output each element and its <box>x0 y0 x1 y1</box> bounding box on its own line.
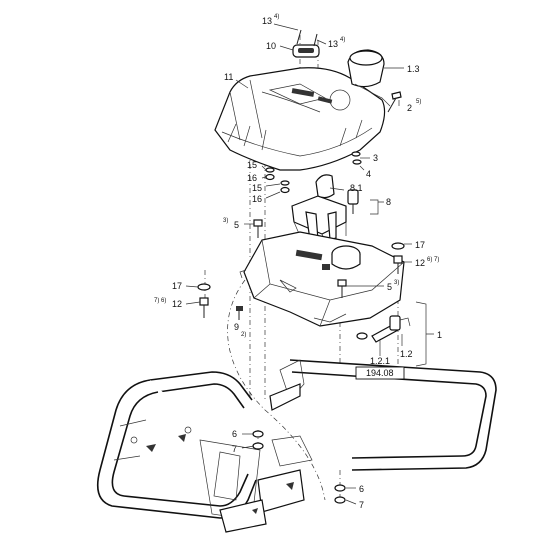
bolts-5 <box>253 219 347 298</box>
fuel-cap <box>347 49 391 107</box>
lower-frame <box>96 359 497 533</box>
note-2-top: 5) <box>416 99 421 105</box>
callout-labels: 13 4) 13 4) 10 11 1.3 2 5) 3 4 15 16 15 … <box>154 14 442 510</box>
washer-bolt-right <box>391 242 405 274</box>
callout-15-b: 15 <box>252 183 262 193</box>
callout-1-2: 1.2 <box>400 349 413 359</box>
reference-box <box>355 366 405 380</box>
washers-3-4 <box>351 151 362 165</box>
fuel-tap <box>356 315 411 343</box>
note-12-left: 7) 6) <box>154 298 166 304</box>
note-13-b: 4) <box>340 37 345 43</box>
callout-5-left: 5 <box>234 220 239 230</box>
washers-15-16 <box>265 167 290 194</box>
callout-6-right: 6 <box>359 484 364 494</box>
callout-17-right: 17 <box>415 240 425 250</box>
note-13-a: 4) <box>274 14 279 20</box>
callout-16-b: 16 <box>252 194 262 204</box>
callout-8: 8 <box>386 197 391 207</box>
note-5-right: 3) <box>394 280 399 286</box>
callout-6-left: 6 <box>232 429 237 439</box>
callout-12-right: 12 <box>415 258 425 268</box>
callout-8-1: 8.1 <box>350 183 363 193</box>
bracket-with-knob <box>291 174 359 249</box>
callout-17-left: 17 <box>172 281 182 291</box>
callout-15-a: 15 <box>247 160 257 170</box>
callout-3: 3 <box>373 153 378 163</box>
callout-10: 10 <box>266 41 276 51</box>
note-9: 2) <box>241 332 246 338</box>
screw-9 <box>236 306 243 320</box>
callout-7-left: 7 <box>232 444 237 454</box>
leader-lines <box>185 23 434 505</box>
fuel-tank <box>239 231 405 327</box>
callout-2-top: 2 <box>407 103 412 113</box>
top-cover <box>214 67 386 171</box>
washer-bolt-left <box>197 283 211 318</box>
callout-12-left: 12 <box>172 299 182 309</box>
screw-2 <box>387 91 402 113</box>
callout-5-right: 5 <box>387 282 392 292</box>
callout-9: 9 <box>234 322 239 332</box>
reference-number: 194.08 <box>366 368 394 378</box>
callout-16-a: 16 <box>247 173 257 183</box>
callout-13-a: 13 <box>262 16 272 26</box>
cap-and-screws <box>292 29 320 58</box>
callout-11: 11 <box>224 72 233 82</box>
callout-4: 4 <box>366 169 371 179</box>
callout-7-right: 7 <box>359 500 364 510</box>
note-5-left: 3) <box>223 218 228 224</box>
callout-1-2-1: 1.2.1 <box>370 356 390 366</box>
note-12-right: 6) 7) <box>427 257 439 263</box>
callout-1-3: 1.3 <box>407 64 420 74</box>
callout-13-b: 13 <box>328 39 338 49</box>
callout-1: 1 <box>437 330 442 340</box>
